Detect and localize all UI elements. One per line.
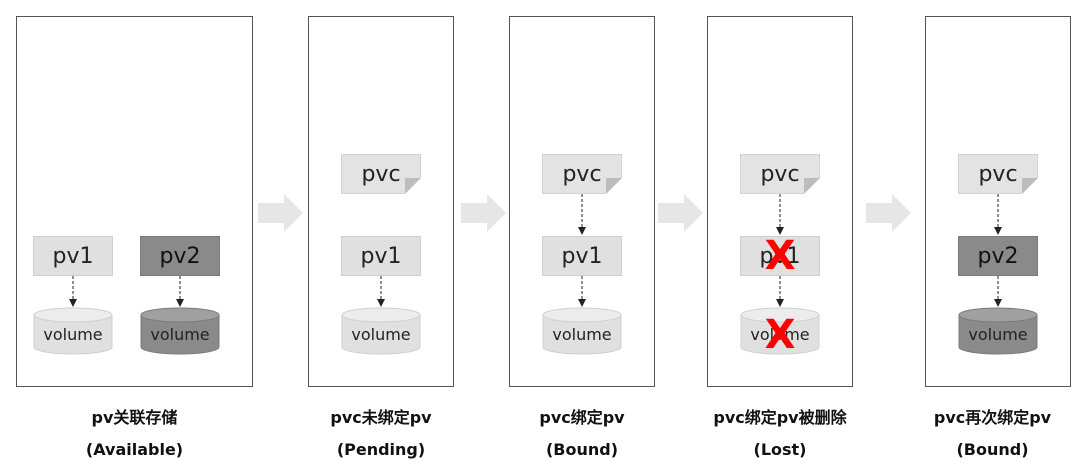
pv1-label: pv1 xyxy=(759,243,801,269)
pv1-to-volume-arrow xyxy=(69,276,77,307)
flow-arrow-icon xyxy=(461,194,506,232)
volume-light-cylinder: volume xyxy=(33,307,113,355)
volume-light-cylinder: volume xyxy=(740,307,820,355)
pv1-box: pv1 xyxy=(33,236,113,276)
caption-state: (Bound) xyxy=(545,440,619,459)
deleted-x-icon: X xyxy=(764,233,796,279)
pv1-to-volume-arrow xyxy=(377,276,385,307)
pv2-label: pv2 xyxy=(977,243,1019,269)
page-fold-icon xyxy=(1022,178,1038,194)
volume-label: volume xyxy=(150,325,210,344)
volume-label: volume xyxy=(552,325,612,344)
pvc-to-pv-arrow xyxy=(578,194,586,235)
stage-rebound-panel: pvc pv2 volume xyxy=(925,16,1071,387)
volume-label: volume xyxy=(351,325,411,344)
pv1-label: pv1 xyxy=(561,243,603,269)
pv2-to-volume-arrow xyxy=(176,276,184,307)
pvc-to-pv-arrow xyxy=(776,194,784,235)
stage-caption-available: pv关联存储 (Available) xyxy=(16,402,253,466)
stage-caption-bound: pvc绑定pv (Bound) xyxy=(499,402,665,466)
volume-dark-cylinder: volume xyxy=(140,307,220,355)
volume-label: volume xyxy=(750,325,810,344)
caption-state: (Lost) xyxy=(753,440,807,459)
pvc-document: pvc xyxy=(542,154,622,194)
pvc-label: pvc xyxy=(760,161,800,187)
pv2-to-volume-arrow xyxy=(994,276,1002,307)
stage-caption-pending: pvc未绑定pv (Pending) xyxy=(298,402,464,466)
pv1-to-volume-arrow xyxy=(776,276,784,307)
page-fold-icon xyxy=(606,178,622,194)
volume-label: volume xyxy=(968,325,1028,344)
pv2-box: pv2 xyxy=(140,236,220,276)
pv1-box: pv1 xyxy=(542,236,622,276)
stage-bound-panel: pvc pv1 volume xyxy=(509,16,655,387)
caption-state: (Bound) xyxy=(956,440,1029,459)
pv2-box: pv2 xyxy=(958,236,1038,276)
volume-label: volume xyxy=(43,325,103,344)
pvc-label: pvc xyxy=(978,161,1018,187)
stage-available-panel: pv1 pv2 volume volume xyxy=(16,16,253,387)
pv1-box: pv1 xyxy=(341,236,421,276)
caption-title: pvc绑定pv被删除 xyxy=(713,408,847,427)
caption-title: pvc绑定pv xyxy=(539,408,625,427)
pv2-label: pv2 xyxy=(159,243,201,269)
pvc-label: pvc xyxy=(361,161,401,187)
page-fold-icon xyxy=(405,178,421,194)
volume-light-cylinder: volume xyxy=(542,307,622,355)
caption-state: (Available) xyxy=(85,440,184,459)
stage-caption-lost: pvc绑定pv被删除 (Lost) xyxy=(687,402,873,466)
stage-lost-panel: pvc pv1 X volume X xyxy=(707,16,853,387)
volume-dark-cylinder: volume xyxy=(958,307,1038,355)
pv1-label: pv1 xyxy=(52,243,94,269)
stage-pending-panel: pvc pv1 volume xyxy=(308,16,454,387)
pv1-label: pv1 xyxy=(360,243,402,269)
deleted-x-icon: X xyxy=(764,312,796,358)
volume-light-cylinder: volume xyxy=(341,307,421,355)
pvc-document: pvc xyxy=(341,154,421,194)
caption-title: pvc未绑定pv xyxy=(330,408,432,427)
stage-caption-rebound: pvc再次绑定pv (Bound) xyxy=(905,402,1080,466)
flow-arrow-icon xyxy=(258,194,303,232)
flow-arrow-icon xyxy=(658,194,703,232)
caption-title: pvc再次绑定pv xyxy=(933,408,1052,427)
pvc-document: pvc xyxy=(958,154,1038,194)
caption-title: pv关联存储 xyxy=(91,408,178,427)
pvc-document: pvc xyxy=(740,154,820,194)
caption-state: (Pending) xyxy=(336,440,426,459)
pvc-to-pv-arrow xyxy=(994,194,1002,235)
pv1-to-volume-arrow xyxy=(578,276,586,307)
pvc-label: pvc xyxy=(562,161,602,187)
pv1-box: pv1 xyxy=(740,236,820,276)
page-fold-icon xyxy=(804,178,820,194)
flow-arrow-icon xyxy=(866,194,911,232)
